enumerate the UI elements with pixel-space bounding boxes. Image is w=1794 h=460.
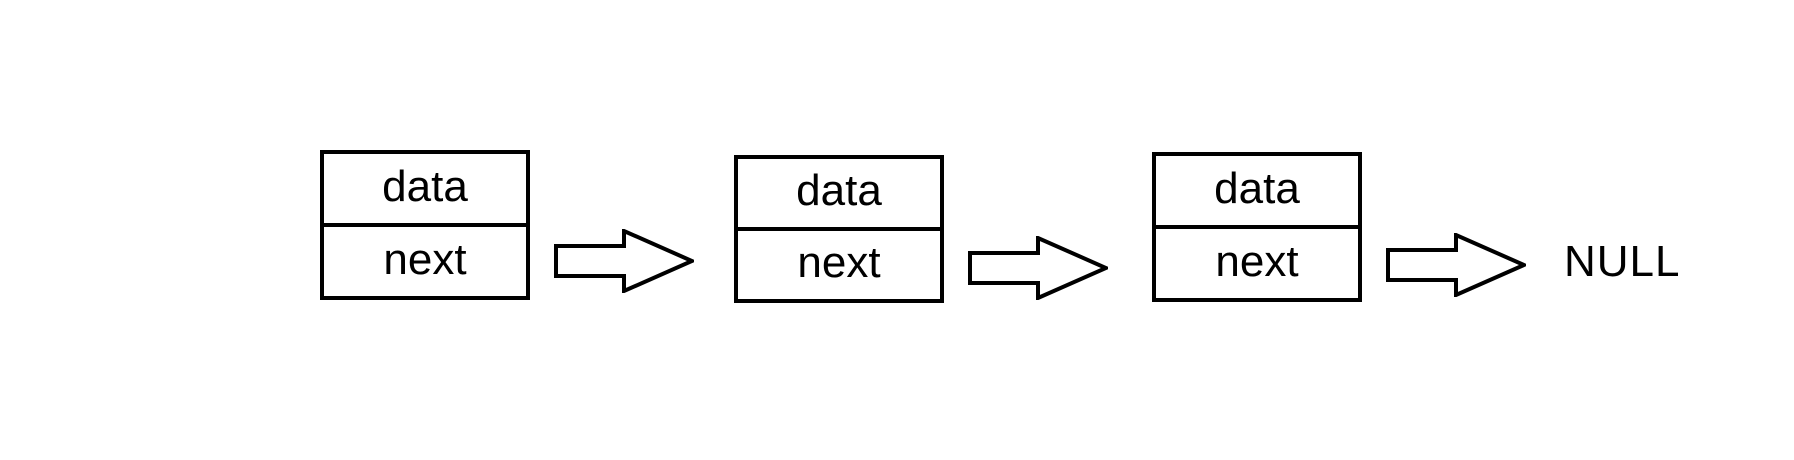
node-data-cell: data <box>738 159 940 231</box>
node-next-cell: next <box>324 227 526 296</box>
node-data-cell: data <box>324 154 526 227</box>
node-data-label: data <box>796 166 882 215</box>
next-pointer-arrow-icon <box>554 229 694 293</box>
list-node: data next <box>1152 152 1362 302</box>
next-pointer-arrow-icon <box>1386 233 1526 297</box>
node-data-label: data <box>1214 163 1300 213</box>
null-terminator-label: NULL <box>1564 237 1681 286</box>
node-data-label: data <box>382 161 468 211</box>
node-data-cell: data <box>1156 156 1358 229</box>
node-next-label: next <box>383 234 467 284</box>
node-next-label: next <box>1215 236 1299 286</box>
list-node: data next <box>320 150 530 300</box>
next-pointer-arrow-icon <box>968 236 1108 300</box>
node-next-cell: next <box>1156 229 1358 298</box>
node-next-cell: next <box>738 231 940 299</box>
node-next-label: next <box>797 238 881 287</box>
list-node: data next <box>734 155 944 303</box>
